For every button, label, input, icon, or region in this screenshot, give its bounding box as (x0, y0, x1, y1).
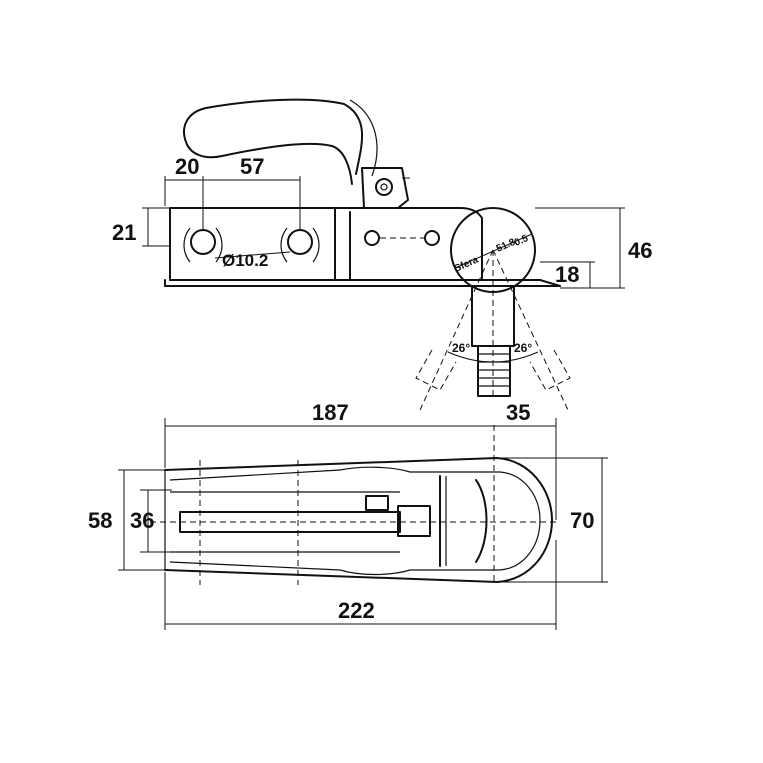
mounting-hole-left (183, 227, 223, 263)
angle-right: 26° (514, 341, 532, 355)
dim-inner-width: 36 (130, 508, 154, 533)
lock-tab (365, 495, 389, 511)
dim-ball-height: 18 (555, 262, 579, 287)
handle-lever (183, 98, 363, 185)
hinge-bracket (361, 167, 409, 209)
lock-block (397, 505, 431, 537)
hinge-pin (375, 178, 393, 196)
dim-total-length: 222 (338, 598, 375, 623)
angle-left: 26° (452, 341, 470, 355)
side-view-dimensions: 20 57 21 Ø10.2 46 18 Sfera 51.8 0.5 26° … (112, 154, 652, 355)
dim-outer-width: 58 (88, 508, 112, 533)
top-view (150, 425, 560, 585)
side-view (164, 98, 571, 411)
dim-hole-offset: 20 (175, 154, 199, 179)
ball-thread (477, 345, 511, 397)
dim-hole-diameter: Ø10.2 (222, 251, 268, 270)
socket-bowl (475, 479, 488, 563)
dim-body-length: 187 (312, 400, 349, 425)
body-hole-1 (364, 230, 380, 246)
top-view-dimensions: 187 35 58 36 70 222 (88, 400, 608, 630)
swing-shank-left (415, 349, 457, 391)
dim-total-height: 46 (628, 238, 652, 263)
dim-hole-spacing: 57 (240, 154, 264, 179)
swing-shank-right (529, 349, 571, 391)
sphere-label: Sfera (453, 254, 481, 274)
top-body-outline (164, 457, 553, 583)
sphere-tolerance: 0.5 (513, 233, 531, 249)
dim-head-length: 35 (506, 400, 530, 425)
dim-flange-height: 21 (112, 220, 136, 245)
top-inner-outline (169, 466, 541, 576)
dim-head-width: 70 (570, 508, 594, 533)
hinge-pin-center (380, 183, 388, 191)
angle-arc (447, 351, 539, 363)
body-hole-2 (424, 230, 440, 246)
mounting-hole-right (280, 227, 320, 263)
